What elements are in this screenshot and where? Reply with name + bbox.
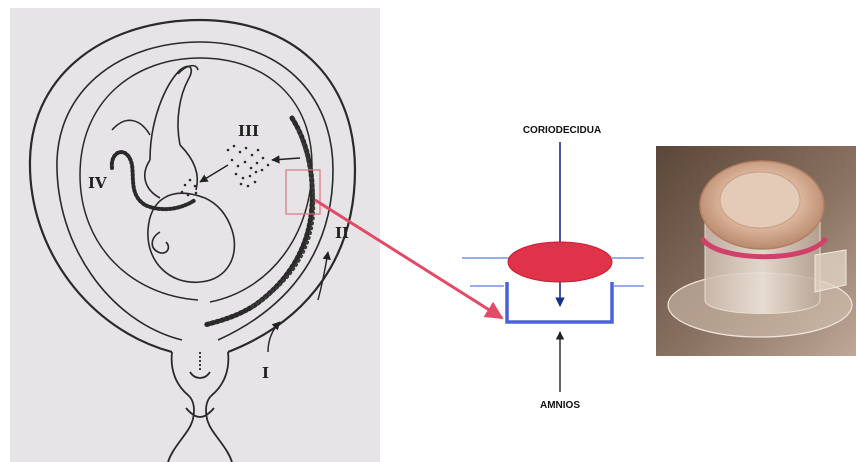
stage-label-iv: IV: [88, 174, 107, 192]
amnios-label: AMNIOS: [540, 400, 580, 411]
stage-label-i: I: [262, 364, 269, 382]
device-top-inner: [720, 172, 800, 228]
device-photo: [656, 146, 856, 356]
stage-label-ii: II: [335, 224, 349, 242]
tissue-disc: [508, 242, 612, 282]
coriodecidua-label: CORIODECIDUA: [523, 125, 601, 136]
illustration-panel: [10, 8, 380, 462]
device-side-tab: [815, 250, 846, 292]
membrane-schematic: CORIODECIDUA AMNIOS: [462, 125, 644, 411]
stage-label-iii: III: [238, 122, 259, 140]
uterus-illustration: I II III IV: [10, 8, 380, 462]
